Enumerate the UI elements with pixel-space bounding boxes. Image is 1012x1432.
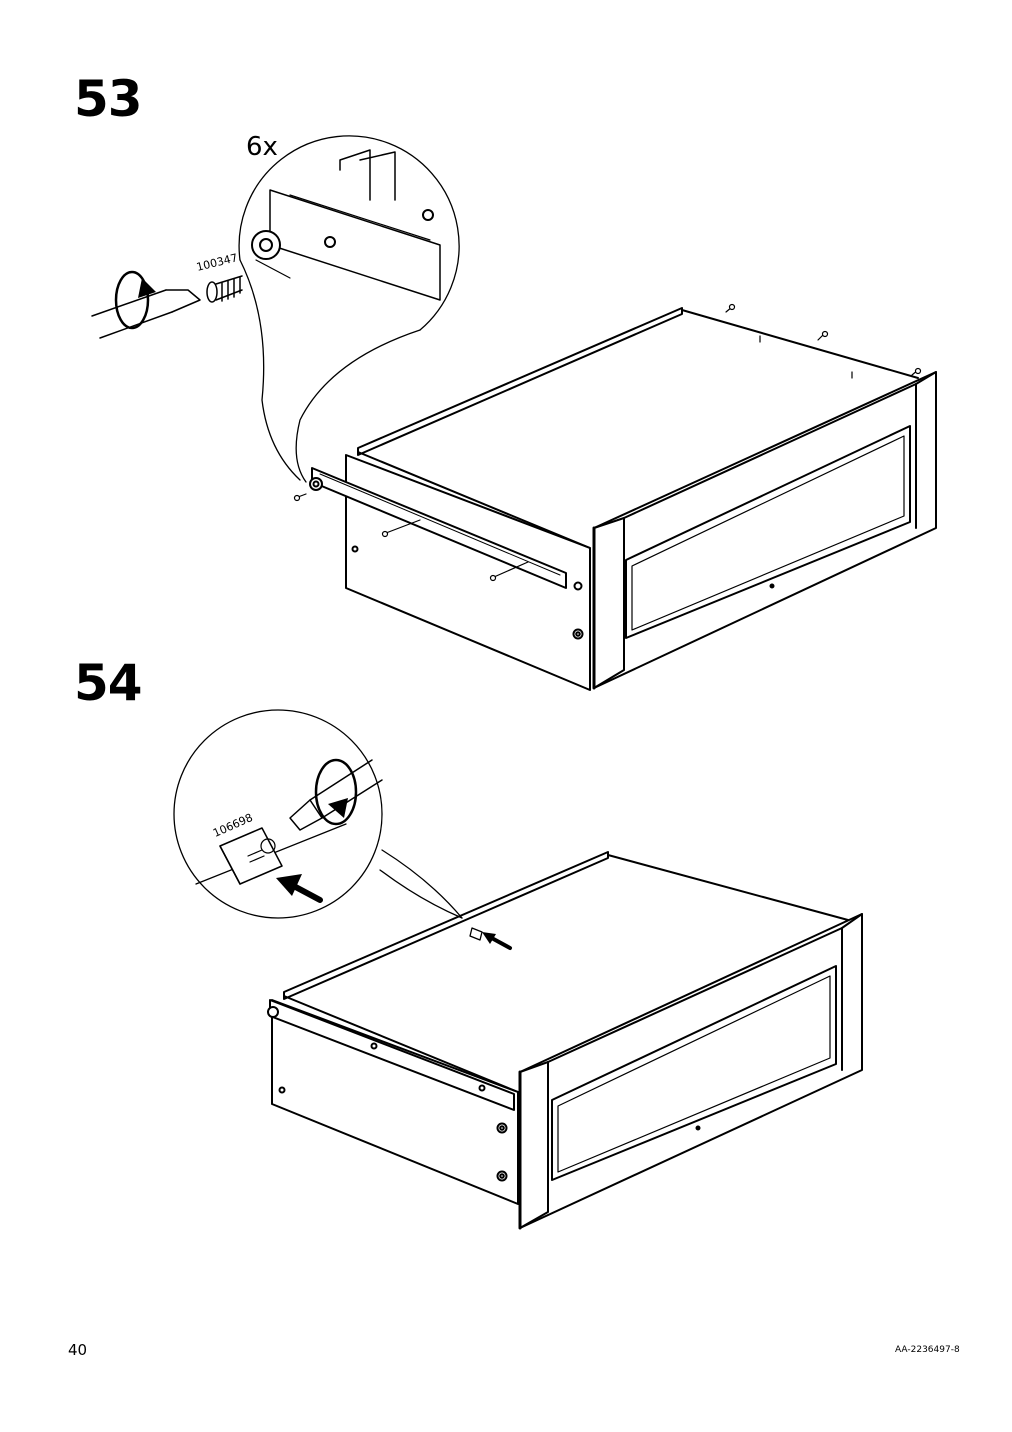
step-number: 54 bbox=[74, 654, 143, 712]
document-id: AA-2236497-8 bbox=[895, 1345, 960, 1355]
page-number: 40 bbox=[68, 1341, 88, 1359]
step-number: 53 bbox=[74, 70, 143, 128]
step-54-drawer-illustration bbox=[174, 710, 862, 1228]
quantity-label: 6x bbox=[246, 132, 278, 162]
step-53-drawer-illustration bbox=[92, 136, 936, 690]
